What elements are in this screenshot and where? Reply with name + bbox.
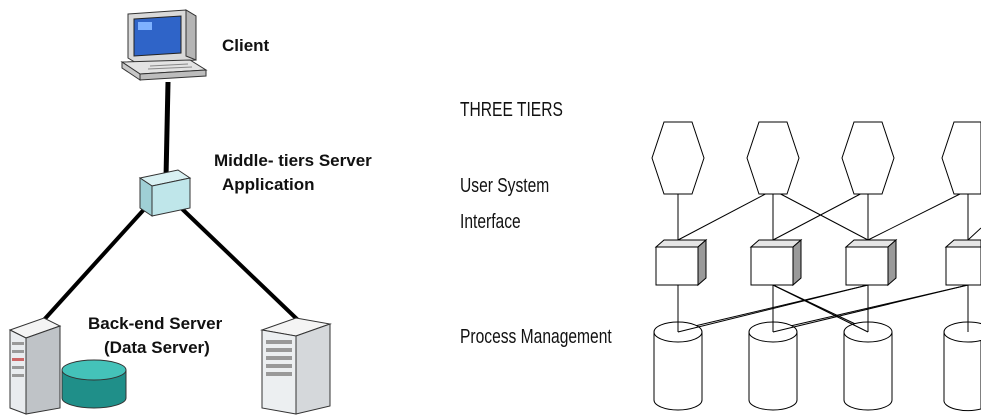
- data-cylinder-3: [843, 321, 893, 411]
- ui-hexagon-1: [651, 121, 705, 195]
- backend-server-left-icon: [8, 317, 62, 415]
- backend-label-line2: (Data Server): [104, 338, 210, 357]
- user-system-label: User System: [460, 175, 550, 197]
- ui-hexagon-3: [841, 121, 895, 195]
- data-cylinder-4: [943, 321, 981, 412]
- client-middle-link: [163, 81, 171, 179]
- process-management-label: Process Management: [460, 326, 612, 348]
- middle-backend-left-link: [40, 203, 150, 324]
- middle-backend-right-link: [176, 203, 302, 324]
- client-label: Client: [222, 36, 270, 55]
- process-cube-2: [749, 238, 803, 287]
- three-tiers-title: THREE TIERS: [460, 99, 563, 121]
- middle-tier-label-line2: Application: [222, 175, 315, 194]
- process-cube-3: [844, 238, 898, 287]
- middle-tier-server-cube: [138, 169, 192, 217]
- ui-hexagon-4: [941, 121, 981, 195]
- client-computer-icon: [120, 9, 208, 81]
- backend-label-line1: Back-end Server: [88, 314, 223, 333]
- process-cube-4: [944, 239, 981, 286]
- data-cylinder-2: [748, 321, 798, 411]
- backend-server-right-icon: [260, 317, 332, 415]
- process-cube-1: [654, 238, 708, 287]
- data-cylinder-1: [653, 321, 703, 411]
- database-cylinder-icon: [61, 359, 127, 409]
- process-data-links: [677, 284, 969, 333]
- ui-hexagon-2: [746, 121, 800, 195]
- middle-tier-label-line1: Middle- tiers Server: [214, 151, 372, 170]
- interface-label: Interface: [460, 211, 521, 233]
- three-tier-network: [677, 189, 981, 331]
